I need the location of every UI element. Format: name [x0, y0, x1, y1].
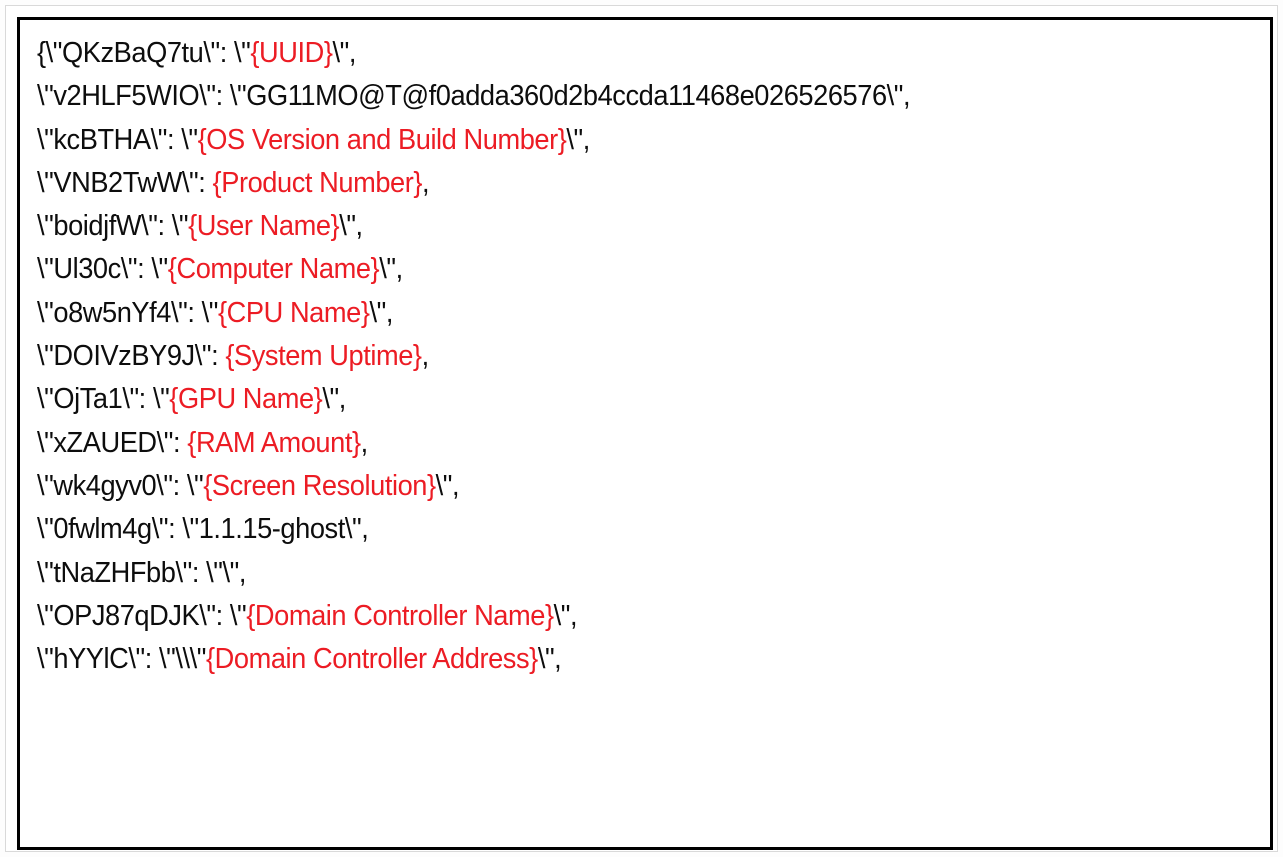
code-token: \"OjTa1\": \" [37, 383, 170, 416]
code-line: \"DOIVzBY9J\": {System Uptime}, [37, 335, 1209, 378]
code-token: \"o8w5nYf4\": \" [37, 296, 218, 329]
code-line: \"OjTa1\": \"{GPU Name}\", [37, 378, 1209, 421]
code-token: \", [435, 469, 460, 502]
placeholder-token: {Product Number} [212, 166, 423, 199]
code-token: \"v2HLF5WIO\": \"GG11MO@T@f0adda360d2b4c… [37, 80, 911, 113]
placeholder-token: {User Name} [188, 210, 340, 243]
code-line: \"tNaZHFbb\": \"\", [37, 552, 1209, 595]
code-token: \"OPJ87qDJK\": \" [37, 599, 247, 632]
code-line: \"VNB2TwW\": {Product Number}, [37, 162, 1209, 205]
code-token: , [422, 166, 430, 199]
code-line: \"xZAUED\": {RAM Amount}, [37, 422, 1209, 465]
placeholder-token: {Domain Controller Name} [246, 599, 554, 632]
code-line: \"boidjfW\": \"{User Name}\", [37, 205, 1209, 248]
code-token: \"hYYlC\": \"\\\" [37, 643, 206, 676]
code-line: \"o8w5nYf4\": \"{CPU Name}\", [37, 292, 1209, 335]
placeholder-token: {Screen Resolution} [203, 469, 436, 502]
code-token: \", [537, 643, 562, 676]
code-token: \"VNB2TwW\": [37, 166, 213, 199]
code-token: \"kcBTHA\": \" [37, 123, 198, 156]
code-token: \", [332, 37, 357, 69]
code-token: \", [553, 599, 578, 632]
code-line: \"kcBTHA\": \"{OS Version and Build Numb… [37, 119, 1209, 162]
code-token: \", [369, 296, 394, 329]
code-listing: {\"QKzBaQ7tu\": \"{UUID}\",\"v2HLF5WIO\"… [37, 32, 1264, 725]
code-token: , [360, 426, 369, 459]
code-token: \"boidjfW\": \" [37, 210, 189, 243]
code-token: , [421, 340, 430, 373]
code-token: \"Ul30c\": \" [37, 253, 168, 286]
placeholder-token: {OS Version and Build Number} [197, 123, 567, 156]
code-line: {\"QKzBaQ7tu\": \"{UUID}\", [37, 32, 1209, 75]
code-token: \"wk4gyv0\": \" [37, 469, 204, 502]
code-line: \"wk4gyv0\": \"{Screen Resolution}\", [37, 465, 1209, 508]
code-token: \", [379, 253, 403, 286]
placeholder-token: {RAM Amount} [187, 426, 361, 459]
code-token: \"0fwlm4g\": \"1.1.15-ghost\", [37, 513, 369, 546]
page-outer-frame: {\"QKzBaQ7tu\": \"{UUID}\",\"v2HLF5WIO\"… [6, 6, 1277, 851]
placeholder-token: {GPU Name} [169, 383, 323, 416]
code-token: \", [322, 383, 346, 416]
code-token: \"DOIVzBY9J\": [37, 340, 226, 373]
code-token: \"tNaZHFbb\": \"\", [37, 556, 246, 589]
code-token: \"xZAUED\": [37, 426, 188, 459]
code-line: \"OPJ87qDJK\": \"{Domain Controller Name… [37, 595, 1209, 638]
placeholder-token: {Domain Controller Address} [205, 643, 538, 676]
code-line-blank [37, 681, 1264, 724]
code-line: \"v2HLF5WIO\": \"GG11MO@T@f0adda360d2b4c… [37, 75, 1209, 118]
code-token: {\"QKzBaQ7tu\": \" [37, 37, 251, 69]
placeholder-token: {CPU Name} [217, 296, 370, 329]
code-line: \"Ul30c\": \"{Computer Name}\", [37, 248, 1209, 291]
code-line: \"0fwlm4g\": \"1.1.15-ghost\", [37, 508, 1209, 551]
placeholder-token: {UUID} [250, 37, 333, 69]
code-token: \", [566, 123, 590, 156]
placeholder-token: {System Uptime} [225, 340, 422, 373]
code-snippet-box: {\"QKzBaQ7tu\": \"{UUID}\",\"v2HLF5WIO\"… [17, 17, 1273, 850]
code-token: \", [339, 210, 363, 243]
placeholder-token: {Computer Name} [167, 253, 380, 286]
code-line: \"hYYlC\": \"\\\"{Domain Controller Addr… [37, 638, 1209, 681]
